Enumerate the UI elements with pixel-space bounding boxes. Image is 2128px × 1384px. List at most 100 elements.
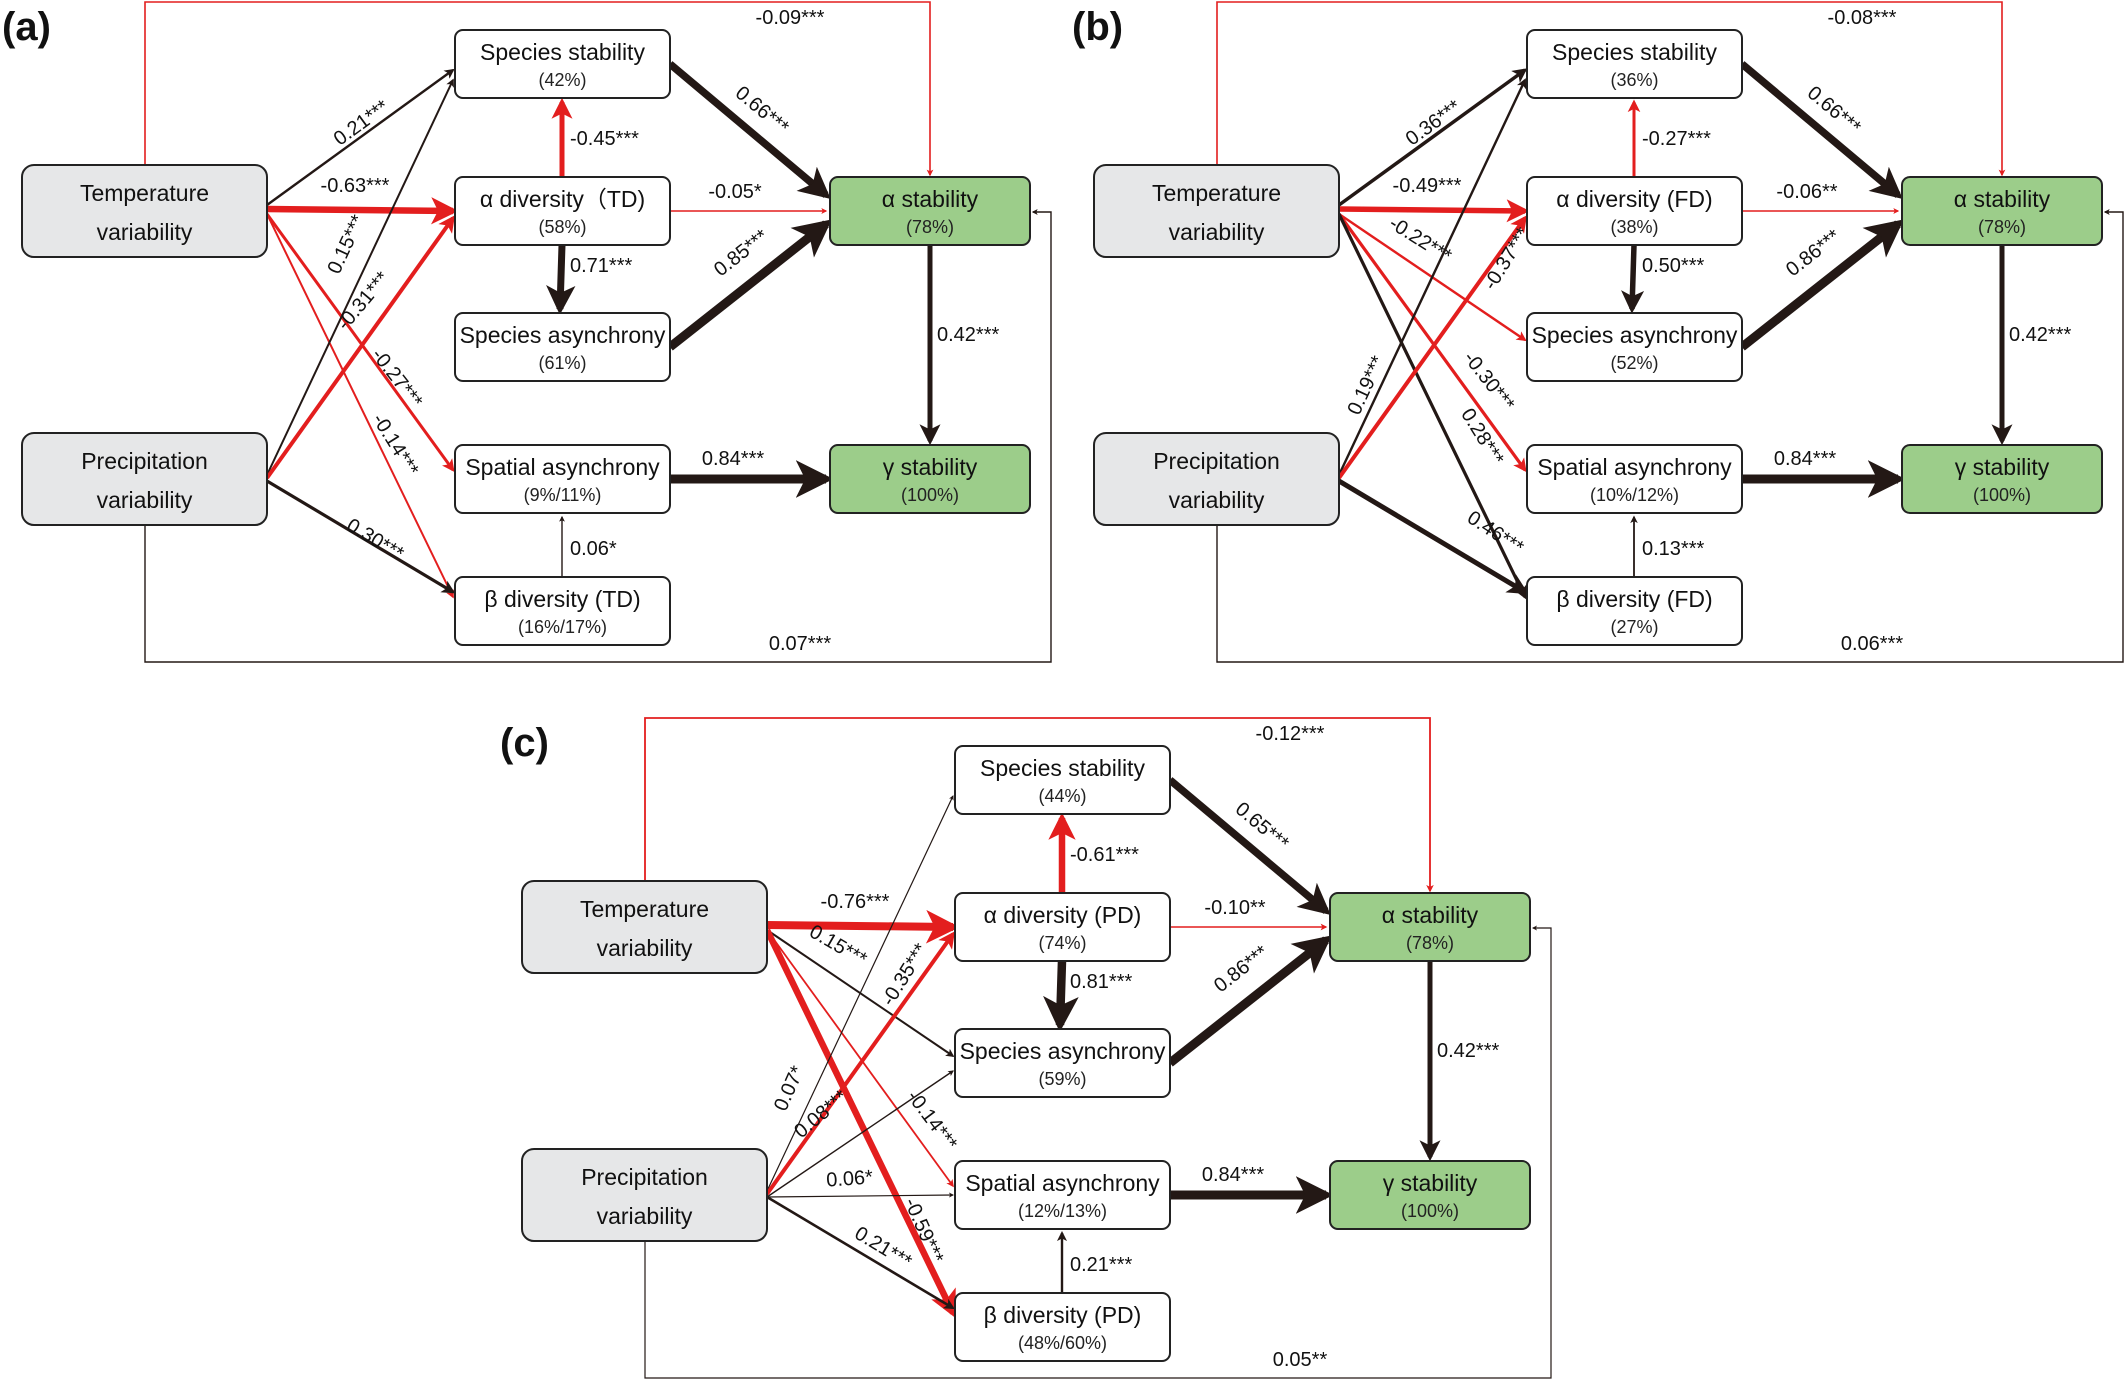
- node-astab: α stability (78%): [1329, 892, 1531, 962]
- node-adiv: α diversity (PD)(74%): [954, 892, 1171, 962]
- path-temp-to-adiv: -0.49***: [1338, 175, 1530, 223]
- node-title: γ stability: [883, 454, 978, 480]
- path-prec-to-adiv: -0.35***: [765, 931, 955, 1196]
- node-title: γ stability: [1955, 454, 2050, 480]
- node-r2: (100%): [1401, 1201, 1459, 1221]
- node-r2: (42%): [538, 70, 586, 90]
- path-coefficient: 0.36***: [1402, 96, 1465, 151]
- node-title: α stability: [1382, 902, 1479, 928]
- path-coefficient: 0.84***: [1774, 448, 1836, 470]
- path-coefficient: 0.42***: [2009, 324, 2071, 346]
- path-coefficient: 0.50***: [1642, 255, 1704, 277]
- path-coefficient: -0.05*: [708, 181, 762, 203]
- path-adiv-to-astab: -0.10**: [1170, 897, 1328, 931]
- panel-label: (c): [500, 721, 549, 765]
- path-spat-to-gstab: 0.84***: [1742, 448, 1906, 498]
- path-spat-to-gstab: 0.84***: [670, 448, 834, 498]
- path-coefficient: 0.42***: [937, 324, 999, 346]
- path-adiv-to-spa: 0.50***: [1621, 244, 1704, 314]
- path-coefficient: 0.06*: [570, 538, 617, 560]
- path-coefficient: -0.06**: [1776, 181, 1837, 203]
- path-adiv-to-spa: 0.81***: [1043, 960, 1132, 1033]
- node-r2: (10%/12%): [1590, 485, 1679, 505]
- node-title: β diversity (PD): [984, 1302, 1142, 1328]
- node-r2: (78%): [1978, 217, 2026, 237]
- path-spat-to-gstab: 0.84***: [1170, 1164, 1334, 1214]
- node-r2: (52%): [1610, 353, 1658, 373]
- node-title: Precipitation: [1153, 448, 1280, 474]
- path-coefficient: 0.07***: [769, 633, 831, 655]
- path-coefficient: 0.05**: [1273, 1349, 1328, 1371]
- node-title: Species asynchrony: [960, 1038, 1166, 1064]
- path-prec-to-spat: 0.06*: [766, 1166, 955, 1198]
- path-prec-to-astab: 0.05**: [644, 925, 1552, 1379]
- path-coefficient: -0.76***: [821, 891, 890, 913]
- panel-label: (b): [1072, 5, 1123, 49]
- path-sps-to-astab: 0.65***: [1167, 777, 1331, 916]
- node-title-line2: variability: [597, 935, 693, 961]
- node-r2: (61%): [538, 353, 586, 373]
- node-r2: (74%): [1038, 933, 1086, 953]
- node-r2: (78%): [1406, 933, 1454, 953]
- node-sps: Species stability(36%): [1526, 29, 1743, 99]
- node-r2: (48%/60%): [1018, 1333, 1107, 1353]
- node-r2: (36%): [1610, 70, 1658, 90]
- node-title: β diversity (FD): [1556, 586, 1712, 612]
- path-coefficient: -0.10**: [1204, 897, 1265, 919]
- path-prec-to-astab: 0.07***: [144, 209, 1052, 663]
- path-astab-to-gstab: 0.42***: [1419, 961, 1499, 1162]
- node-title-line2: variability: [1169, 487, 1265, 513]
- path-coefficient: 0.13***: [1642, 538, 1704, 560]
- path-coefficient: -0.45***: [570, 128, 639, 150]
- path-temp-to-adiv: -0.63***: [266, 175, 459, 225]
- node-title-line2: variability: [97, 487, 193, 513]
- path-coefficient: -0.12***: [1256, 723, 1325, 745]
- path-bdiv-to-spat: 0.06*: [559, 515, 617, 577]
- path-astab-to-gstab: 0.42***: [919, 245, 999, 446]
- node-r2: (16%/17%): [518, 617, 607, 637]
- node-r2: (44%): [1038, 786, 1086, 806]
- node-title: Species asynchrony: [1532, 322, 1738, 348]
- path-prec-to-astab: 0.06***: [1216, 209, 2124, 663]
- node-title: α diversity（TD): [480, 186, 645, 212]
- node-title: Species asynchrony: [460, 322, 666, 348]
- path-coefficient: -0.08***: [1828, 7, 1897, 29]
- node-spat: Spatial asynchrony(12%/13%): [954, 1160, 1171, 1230]
- path-coefficient: -0.14***: [902, 1086, 961, 1154]
- path-coefficient: 0.42***: [1437, 1040, 1499, 1062]
- path-coefficient: 0.19***: [1343, 352, 1389, 418]
- path-adiv-to-sps: -0.61***: [1048, 812, 1139, 892]
- path-coefficient: 0.30***: [343, 514, 408, 565]
- node-r2: (100%): [901, 485, 959, 505]
- node-bdiv: β diversity (TD)(16%/17%): [454, 576, 671, 646]
- node-spat: Spatial asynchrony(9%/11%): [454, 444, 671, 514]
- path-prec-to-sps: 0.15***: [266, 78, 454, 476]
- path-sps-to-astab: 0.66***: [1739, 61, 1903, 200]
- path-temp-to-adiv: -0.76***: [766, 891, 960, 944]
- node-title: α stability: [1954, 186, 2051, 212]
- path-astab-to-gstab: 0.42***: [1991, 245, 2071, 446]
- path-coefficient: -0.63***: [321, 175, 390, 197]
- path-sps-to-astab: 0.66***: [667, 61, 831, 200]
- node-title: Spatial asynchrony: [1537, 454, 1732, 480]
- path-adiv-to-astab: -0.05*: [670, 181, 828, 214]
- path-coefficient: -0.30***: [1459, 347, 1519, 415]
- path-adiv-to-astab: -0.06**: [1742, 181, 1900, 214]
- node-adiv: α diversity（TD)(58%): [454, 176, 671, 246]
- path-coefficient: 0.81***: [1070, 971, 1132, 993]
- path-adiv-to-sps: -0.27***: [1627, 99, 1711, 176]
- path-coefficient: 0.15***: [323, 211, 369, 277]
- node-title: Species stability: [980, 755, 1145, 781]
- node-title: Temperature: [80, 180, 209, 206]
- path-temp-to-astab: -0.09***: [144, 1, 934, 177]
- node-r2: (78%): [906, 217, 954, 237]
- path-coefficient: 0.07*: [770, 1063, 809, 1115]
- node-r2: (100%): [1973, 485, 2031, 505]
- node-gstab: γ stability (100%): [829, 444, 1031, 514]
- path-prec-to-bdiv: 0.30***: [266, 479, 456, 594]
